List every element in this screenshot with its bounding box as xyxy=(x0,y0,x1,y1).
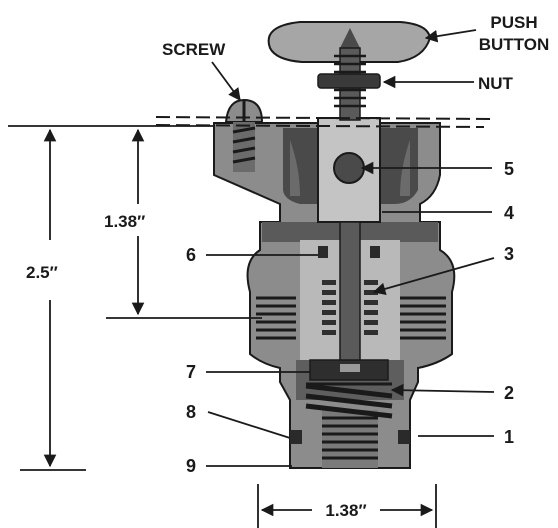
retainer-left xyxy=(290,430,302,444)
push-button-label-line1: PUSH xyxy=(490,13,537,32)
push-button-threads xyxy=(334,54,366,108)
upper-height-label: 1.38″ xyxy=(104,212,145,231)
overall-height-label: 2.5″ xyxy=(26,263,58,282)
stem-spring xyxy=(322,280,378,335)
dimension-upper-height xyxy=(106,128,262,319)
right-port-threads xyxy=(400,296,446,340)
part-2-label: 2 xyxy=(504,383,514,403)
push-button-label-line2: BUTTON xyxy=(479,35,550,54)
leader-lines xyxy=(206,29,495,467)
nut-shape xyxy=(317,73,381,89)
cross-hole xyxy=(333,152,365,184)
part-9-label: 9 xyxy=(186,456,196,476)
nut-label: NUT xyxy=(478,74,514,93)
part-4-label: 4 xyxy=(504,203,514,223)
seal-right xyxy=(370,246,380,258)
outlet-threads xyxy=(322,416,378,460)
part-5-label: 5 xyxy=(504,159,514,179)
lower-spring xyxy=(305,382,393,419)
valve-disc-insert xyxy=(340,364,360,372)
width-label: 1.38″ xyxy=(325,501,366,520)
panel-line-upper xyxy=(155,116,495,120)
part-7-label: 7 xyxy=(186,362,196,382)
dimension-width xyxy=(257,484,437,528)
part-8-label: 8 xyxy=(186,402,196,422)
part-3-label: 3 xyxy=(504,244,514,264)
panel-line-lower xyxy=(155,124,485,128)
seal-left xyxy=(318,246,328,258)
push-button-label: PUSH BUTTON xyxy=(479,13,550,54)
part-1-label: 1 xyxy=(504,427,514,447)
valve-stem xyxy=(339,221,361,363)
mounting-screw xyxy=(224,98,264,172)
cavity-highlight-left xyxy=(290,140,300,196)
push-button xyxy=(267,21,432,121)
left-port-threads xyxy=(256,296,296,340)
push-button-tip xyxy=(340,28,360,48)
part-6-label: 6 xyxy=(186,245,196,265)
dimension-overall-height xyxy=(8,125,214,471)
screw-label: SCREW xyxy=(162,40,226,59)
retainer-right xyxy=(398,430,410,444)
